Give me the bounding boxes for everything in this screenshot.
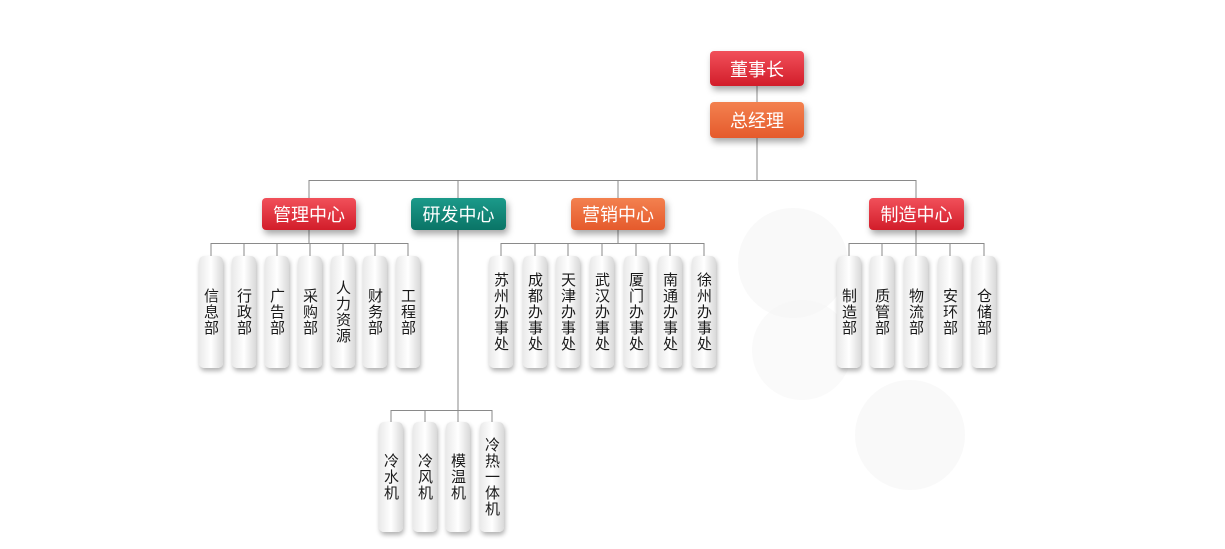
unit-node: 工程部 (396, 256, 420, 368)
background-decoration (855, 380, 965, 490)
unit-label: 财务部 (366, 288, 384, 336)
unit-label: 广告部 (268, 288, 286, 336)
unit-label: 仓储部 (975, 288, 993, 336)
unit-node: 苏州办事处 (489, 256, 513, 368)
unit-node: 仓储部 (972, 256, 996, 368)
unit-node: 厦门办事处 (624, 256, 648, 368)
node-marketing-center: 营销中心 (571, 198, 665, 230)
unit-node: 南通办事处 (658, 256, 682, 368)
unit-node: 质管部 (870, 256, 894, 368)
unit-label: 人力资源 (334, 280, 352, 344)
unit-node: 制造部 (837, 256, 861, 368)
unit-label: 物流部 (907, 288, 925, 336)
unit-label: 冷风机 (416, 453, 434, 501)
unit-node: 冷风机 (413, 422, 437, 532)
unit-label: 冷热一体机 (483, 437, 501, 517)
unit-node: 采购部 (298, 256, 322, 368)
unit-label: 行政部 (235, 288, 253, 336)
node-rd-center: 研发中心 (411, 198, 506, 230)
unit-node: 武汉办事处 (590, 256, 614, 368)
node-management-center: 管理中心 (262, 198, 356, 230)
unit-label: 冷水机 (382, 453, 400, 501)
unit-label: 武汉办事处 (593, 272, 611, 352)
unit-label: 天津办事处 (559, 272, 577, 352)
unit-label: 模温机 (449, 453, 467, 501)
background-decoration (752, 300, 852, 400)
unit-label: 南通办事处 (661, 272, 679, 352)
unit-label: 徐州办事处 (695, 272, 713, 352)
unit-node: 信息部 (199, 256, 223, 368)
node-chairman: 董事长 (710, 51, 804, 86)
unit-label: 制造部 (840, 288, 858, 336)
unit-node: 徐州办事处 (692, 256, 716, 368)
unit-label: 安环部 (941, 288, 959, 336)
unit-node: 安环部 (938, 256, 962, 368)
unit-label: 工程部 (399, 288, 417, 336)
unit-node: 行政部 (232, 256, 256, 368)
unit-label: 采购部 (301, 288, 319, 336)
unit-node: 天津办事处 (556, 256, 580, 368)
unit-label: 信息部 (202, 288, 220, 336)
unit-node: 冷水机 (379, 422, 403, 532)
unit-node: 财务部 (363, 256, 387, 368)
node-general-manager: 总经理 (710, 102, 804, 138)
unit-label: 成都办事处 (526, 272, 544, 352)
background-decoration (738, 208, 848, 318)
unit-node: 冷热一体机 (480, 422, 504, 532)
unit-node: 模温机 (446, 422, 470, 532)
unit-node: 物流部 (904, 256, 928, 368)
node-manufacturing-center: 制造中心 (869, 198, 964, 230)
unit-node: 广告部 (265, 256, 289, 368)
unit-node: 成都办事处 (523, 256, 547, 368)
unit-label: 苏州办事处 (492, 272, 510, 352)
unit-label: 质管部 (873, 288, 891, 336)
unit-node: 人力资源 (331, 256, 355, 368)
unit-label: 厦门办事处 (627, 272, 645, 352)
